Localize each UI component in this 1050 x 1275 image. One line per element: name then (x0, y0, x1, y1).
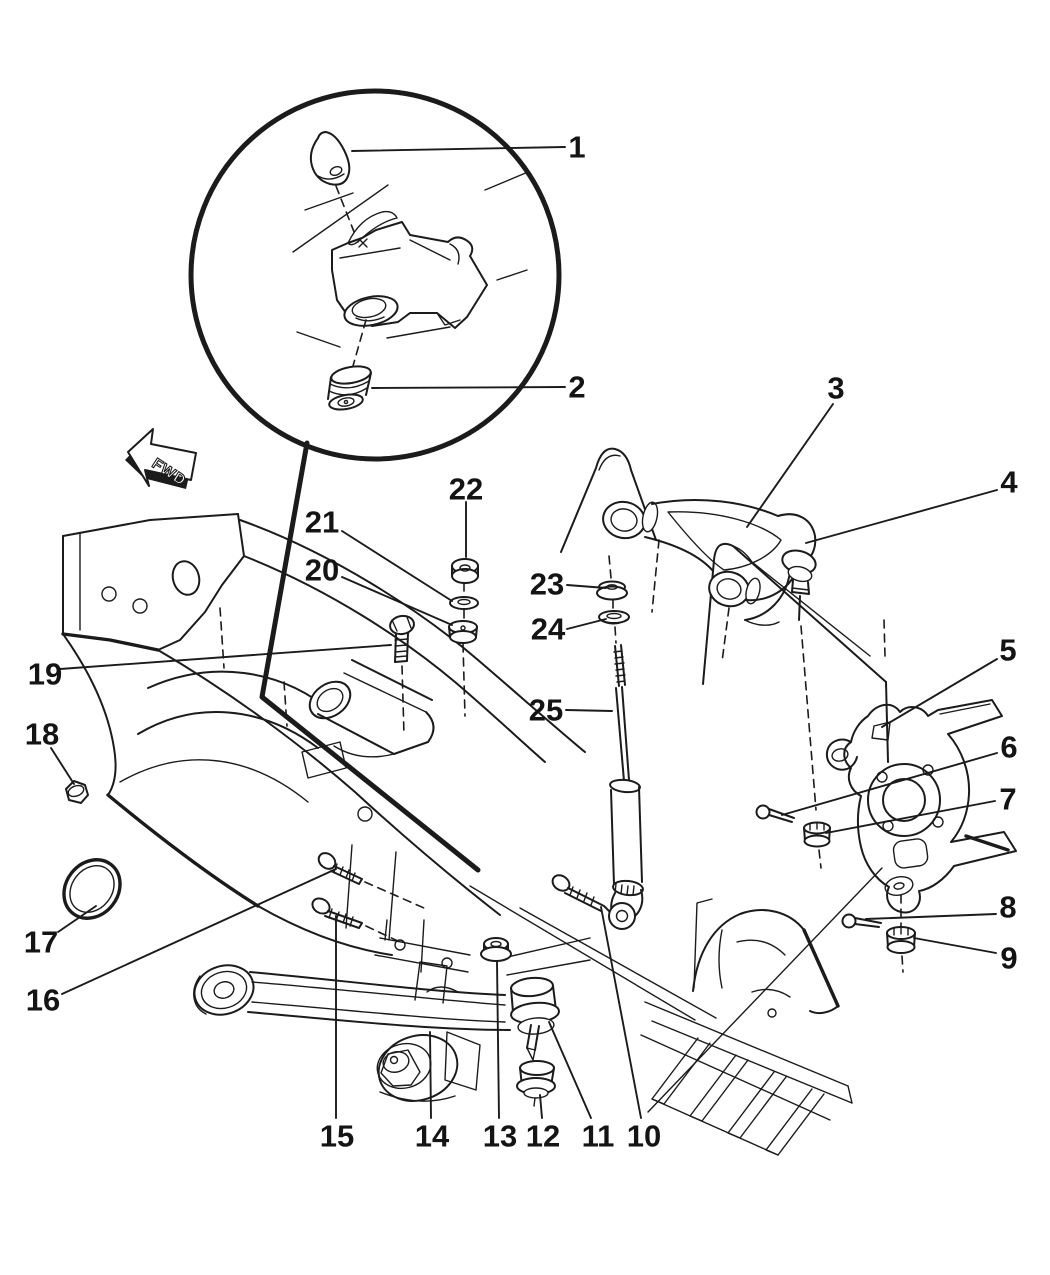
callout-13: 13 (483, 1119, 517, 1154)
ball-joint-boss (343, 295, 399, 327)
washer-23 (596, 580, 628, 601)
steering-knuckle (825, 699, 1017, 973)
leader-line-18 (50, 747, 75, 785)
leader-line-23 (566, 584, 607, 589)
callout-14: 14 (415, 1119, 450, 1154)
leader-line-1 (351, 146, 566, 152)
leader-line-6 (781, 752, 998, 816)
lower-control-arm (193, 937, 560, 1107)
leader-line-5 (881, 658, 998, 728)
callout-7: 7 (999, 782, 1016, 817)
callout-9: 9 (1000, 941, 1017, 976)
fwd-arrow: FWD (125, 428, 197, 490)
frame-hole-small (101, 586, 117, 602)
detail-pointer-line (259, 440, 481, 873)
leader-line-11 (548, 1021, 592, 1119)
lower-joint-boot (516, 1060, 556, 1107)
leader-line-4 (805, 489, 998, 544)
frame-nut (65, 780, 89, 804)
leader-line-24 (566, 618, 607, 630)
frame-hole-large (171, 560, 201, 596)
washer-21 (449, 596, 479, 610)
leader-line-16 (61, 868, 337, 995)
torsion-anchor (376, 961, 481, 1102)
nut-22 (451, 558, 479, 584)
bushing-stack (327, 365, 372, 411)
shock-absorber (596, 555, 644, 930)
pivot-horn (308, 659, 435, 758)
callout-8: 8 (999, 890, 1016, 925)
callout-6: 6 (1000, 730, 1017, 765)
frame (61, 447, 889, 1113)
upper-ball-joint (781, 549, 817, 621)
arm-section (331, 221, 488, 329)
leader-line-10 (600, 906, 642, 1119)
callout-11: 11 (582, 1119, 615, 1154)
callout-21: 21 (305, 505, 339, 540)
leader-line-7 (825, 800, 996, 834)
callout-25: 25 (529, 693, 563, 728)
bolt-16 (317, 852, 425, 909)
frame-hole-small (132, 598, 148, 614)
callout-5: 5 (999, 633, 1016, 668)
bolt-15 (311, 897, 403, 944)
callout-12: 12 (526, 1119, 560, 1154)
callout-16: 16 (26, 983, 60, 1018)
leader-line-19 (59, 644, 392, 670)
grommet-20 (448, 620, 478, 644)
leader-line-9 (913, 937, 997, 954)
callout-23: 23 (530, 567, 564, 602)
leader-line-2 (371, 386, 566, 389)
callout-3: 3 (827, 371, 844, 406)
callout-1: 1 (568, 130, 585, 165)
detail-circle (188, 88, 562, 873)
frame-slot (301, 741, 347, 779)
leader-line-12 (539, 1094, 543, 1119)
ball-joint-cap (309, 131, 351, 186)
leader-line-8 (865, 913, 997, 920)
callout-24: 24 (531, 612, 566, 647)
castle-nut-9 (886, 926, 916, 954)
leader-line-3 (746, 403, 834, 528)
nut-13 (480, 937, 512, 962)
callout-20: 20 (305, 553, 339, 588)
callout-4: 4 (1000, 465, 1018, 500)
lower-ball-joint (510, 976, 560, 1061)
callout-17: 17 (24, 925, 58, 960)
washer-24 (598, 610, 630, 625)
bolt-19 (389, 614, 415, 736)
shock-eye (608, 902, 636, 930)
leader-line-20 (341, 576, 453, 626)
leader-line-21 (341, 530, 453, 602)
boss-projection-line (352, 319, 367, 367)
leader-line-17 (57, 905, 97, 933)
retainer-clip (347, 210, 398, 246)
callout-22: 22 (449, 472, 483, 507)
upper-control-arm (602, 499, 817, 811)
callout-18: 18 (25, 717, 59, 752)
cotter-pin-6 (755, 804, 795, 823)
leader-line-25 (565, 709, 613, 712)
callout-2: 2 (568, 370, 585, 405)
leader-line-14 (429, 1031, 432, 1119)
callout-15: 15 (320, 1119, 354, 1154)
bolt-10 (551, 874, 610, 912)
leader-line-13 (496, 961, 500, 1119)
cotter-pin-8 (841, 913, 882, 929)
frame-bracket-dome (692, 909, 840, 1018)
grommet-ring (62, 858, 122, 920)
underbody-rails (640, 1001, 853, 1156)
callout-10: 10 (627, 1119, 661, 1154)
castle-nut-7 (803, 821, 831, 869)
callout-19: 19 (28, 657, 62, 692)
